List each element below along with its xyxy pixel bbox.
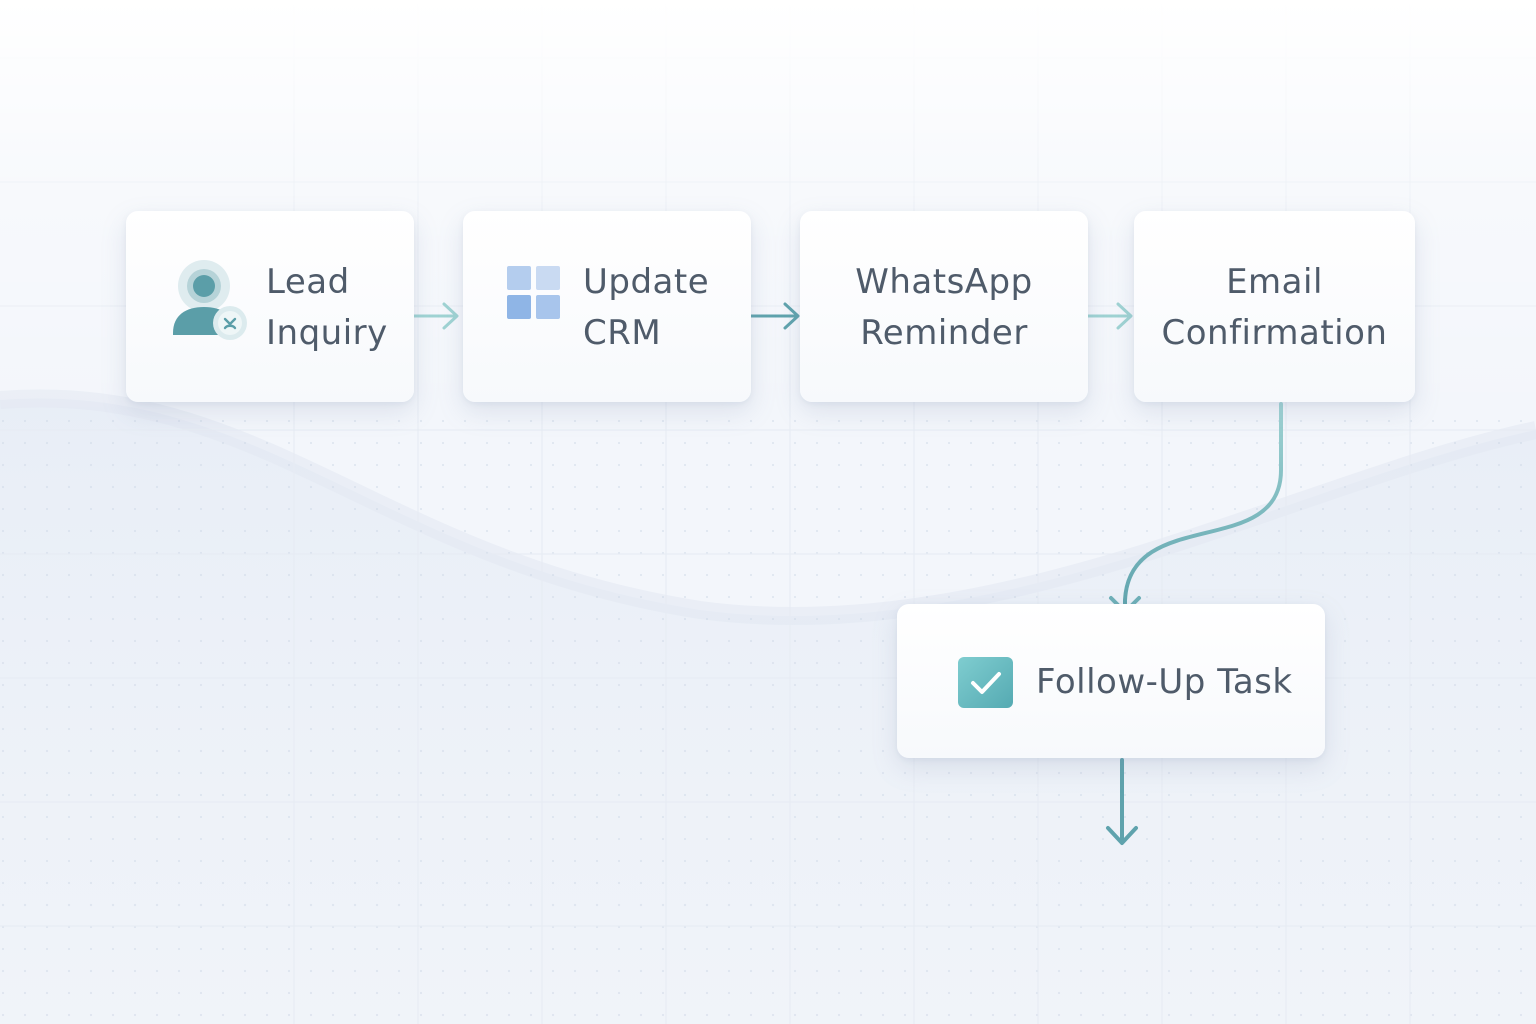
- node-label-line: Email: [1226, 262, 1323, 302]
- node-email-confirmation[interactable]: Email Confirmation: [1134, 211, 1415, 402]
- node-whatsapp-reminder[interactable]: WhatsApp Reminder: [800, 211, 1088, 402]
- user-icon: [173, 260, 247, 340]
- check-icon: [958, 657, 1013, 708]
- node-label-line: Confirmation: [1161, 313, 1388, 353]
- node-update-crm[interactable]: Update CRM: [463, 211, 751, 402]
- node-label-line: Follow-Up Task: [1036, 662, 1293, 702]
- grid-icon: [507, 266, 560, 319]
- node-label: Lead Inquiry: [266, 257, 388, 359]
- node-label-line: Inquiry: [266, 313, 388, 353]
- arrow-email-to-followup: [1123, 402, 1283, 612]
- node-label: WhatsApp Reminder: [800, 257, 1088, 359]
- node-label-line: WhatsApp: [855, 262, 1033, 302]
- node-label-line: Lead: [266, 262, 350, 302]
- arrow-whatsapp-to-email: [1086, 302, 1133, 330]
- node-label: Update CRM: [583, 257, 709, 359]
- arrow-followup-down: [1106, 758, 1138, 845]
- node-label: Email Confirmation: [1134, 257, 1415, 359]
- node-label-line: Reminder: [860, 313, 1028, 353]
- node-follow-up-task[interactable]: Follow-Up Task: [897, 604, 1325, 758]
- node-label-line: Update: [583, 262, 710, 302]
- arrow-crm-to-whatsapp: [749, 302, 800, 330]
- node-label-line: CRM: [583, 313, 662, 353]
- node-lead-inquiry[interactable]: Lead Inquiry: [126, 211, 414, 402]
- node-label: Follow-Up Task: [1036, 657, 1293, 708]
- arrow-lead-to-crm: [412, 302, 459, 330]
